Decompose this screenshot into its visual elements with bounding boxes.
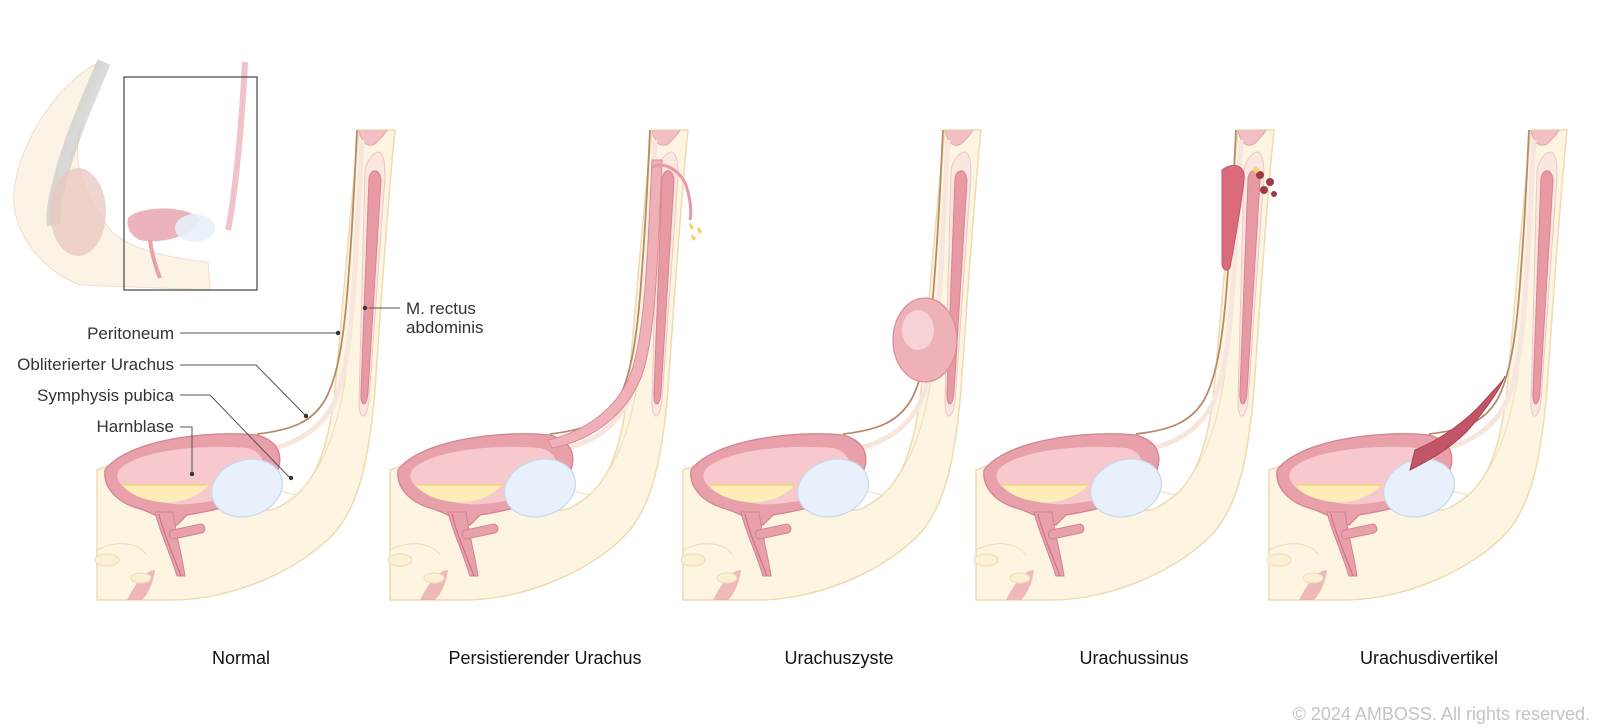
urine-drops-icon (689, 222, 702, 241)
label-rectus-line2: abdominis (406, 318, 484, 337)
discharge-drops-icon (1253, 167, 1277, 197)
caption-normal: Normal (212, 648, 270, 668)
urachal-sinus (1221, 164, 1245, 271)
caption-urachal-sinus: Urachussinus (1079, 648, 1188, 668)
caption-urachal-diverticulum: Urachusdivertikel (1360, 648, 1498, 668)
panel-urachal-sinus (974, 130, 1277, 600)
urachal-diverticulum (1409, 375, 1506, 471)
overview-inset (13, 59, 258, 291)
panel-persistent-urachus (388, 130, 702, 600)
caption-urachal-cyst: Urachuszyste (784, 648, 893, 668)
label-symphysis: Symphysis pubica (37, 386, 175, 405)
copyright-notice: © 2024 AMBOSS. All rights reserved. (1293, 704, 1590, 724)
panel-urachal-cyst (681, 130, 981, 600)
label-rectus-line1: M. rectus (406, 299, 476, 318)
panel-urachal-diverticulum (1267, 130, 1567, 600)
caption-persistent-urachus: Persistierender Urachus (448, 648, 641, 668)
patent-urachus-channel (547, 159, 663, 449)
label-bladder: Harnblase (97, 417, 175, 436)
label-peritoneum: Peritoneum (87, 324, 174, 343)
leader-lines (180, 305, 400, 481)
label-obliterated-urachus: Obliterierter Urachus (17, 355, 174, 374)
inset-frame (123, 76, 258, 291)
